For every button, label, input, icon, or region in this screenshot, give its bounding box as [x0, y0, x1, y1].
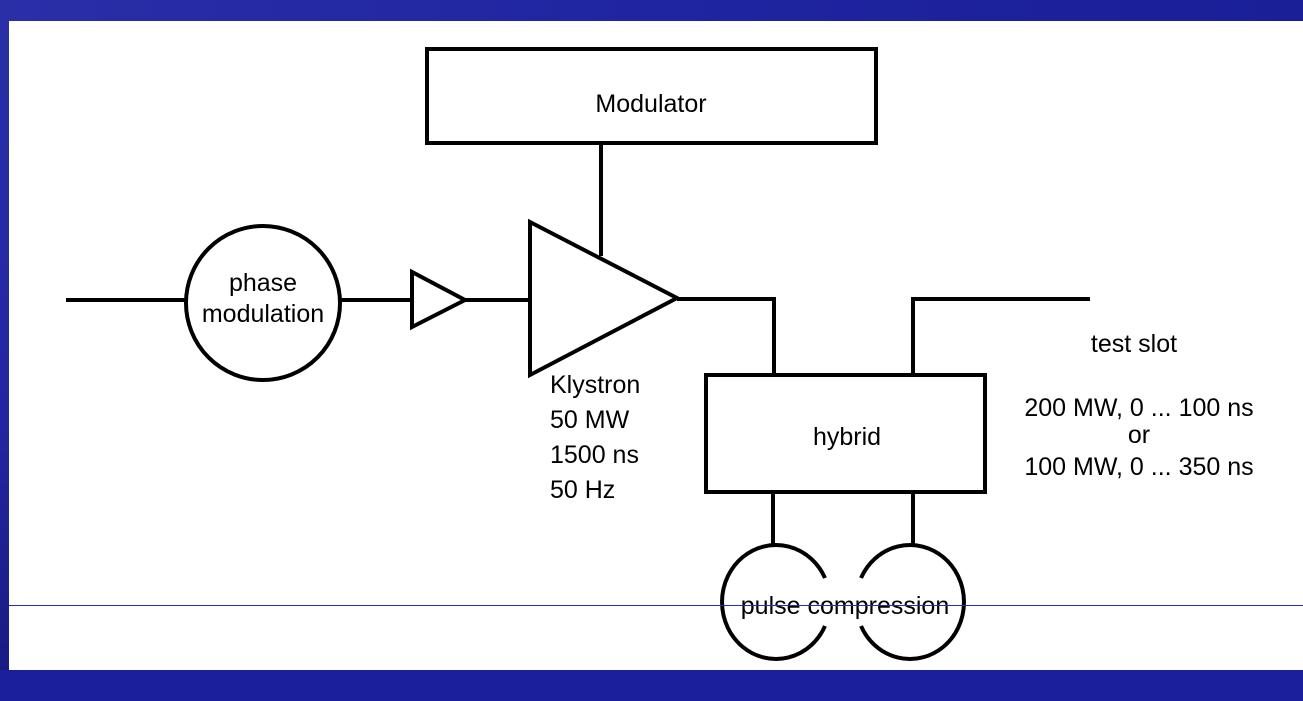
hybrid-box — [704, 373, 987, 494]
output-option-or: or — [1128, 421, 1150, 449]
modulator-box — [425, 47, 878, 145]
phase-modulation-label-line1: phase — [229, 269, 297, 297]
modulator-label: Modulator — [595, 90, 706, 118]
klystron-power: 50 MW — [550, 406, 630, 434]
klystron-pulse-length: 1500 ns — [550, 441, 639, 469]
hybrid-label: hybrid — [813, 423, 881, 451]
pulse-compression-label: pulse compression — [741, 592, 949, 620]
phase-modulation-label-line2: modulation — [202, 300, 324, 328]
bottom-band — [0, 670, 1303, 701]
klystron-triangle — [528, 218, 682, 379]
top-band — [0, 0, 1303, 21]
klystron-label: Klystron — [550, 371, 640, 399]
test-slot-label: test slot — [1091, 330, 1177, 358]
output-option-2: 100 MW, 0 ... 350 ns — [1024, 453, 1253, 481]
klystron-to-hybrid-line — [677, 297, 776, 375]
phase-modulation-circle — [184, 224, 342, 382]
divider-line — [9, 605, 1303, 606]
output-option-1: 200 MW, 0 ... 100 ns — [1024, 394, 1253, 422]
klystron-rep-rate: 50 Hz — [550, 476, 615, 504]
left-band — [0, 0, 9, 701]
pulse-compression-cavity-2 — [859, 543, 966, 661]
preamp-triangle — [410, 268, 470, 331]
pulse-compression-cavity-1 — [720, 543, 827, 661]
hybrid-to-test-slot-line — [911, 297, 1090, 375]
